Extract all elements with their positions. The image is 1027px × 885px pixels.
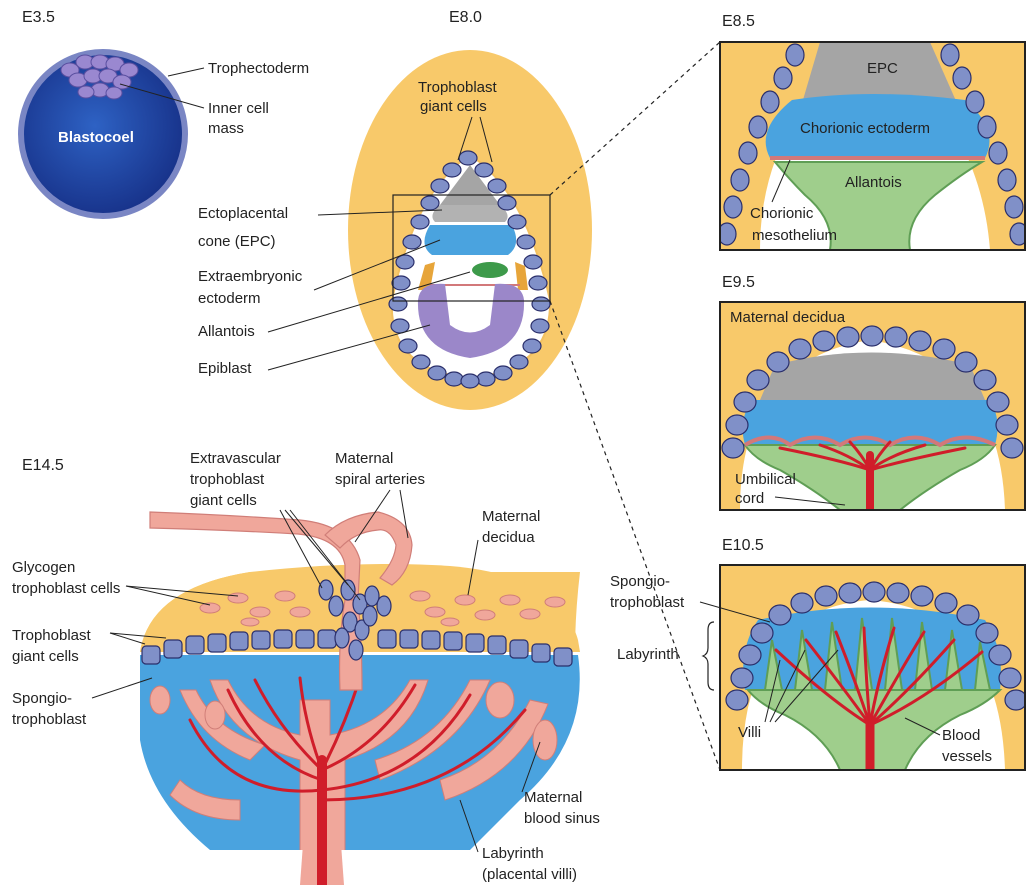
stage-label-e85: E8.5 [722, 13, 755, 30]
e145-decidua-label-1: Maternal [482, 508, 540, 525]
e145-evt-label-1: Extravascular [190, 450, 281, 467]
e80-epc-label-2: cone (EPC) [198, 233, 276, 250]
inner-cell-mass-label-1: Inner cell [208, 100, 269, 117]
e85-mesothelium-label-1: Chorionic [750, 205, 814, 222]
ectoplacental-cone-grey [432, 205, 507, 222]
e145-spiral-label-2: spiral arteries [335, 471, 425, 488]
e145-spiral-label-1: Maternal [335, 450, 393, 467]
blastocoel-label: Blastocoel [58, 129, 134, 146]
inner-cell-mass-label-2: mass [208, 120, 244, 137]
e80-exe-label-1: Extraembryonic [198, 268, 303, 285]
e95-decidua-label: Maternal decidua [730, 309, 846, 326]
e105-panel [720, 565, 1027, 770]
e105-villi-label: Villi [738, 724, 761, 741]
e145-labyrinth-label-1: Labyrinth [482, 845, 544, 862]
e145-glycogen-label-2: trophoblast cells [12, 580, 120, 597]
e145-glycogen-label-1: Glycogen [12, 559, 75, 576]
extraembryonic-ectoderm-blue [424, 225, 516, 255]
e80-tgc-label-1: Trophoblast [418, 79, 497, 96]
stage-label-e95: E9.5 [722, 274, 755, 291]
e80-exe-label-2: ectoderm [198, 290, 261, 307]
trophectoderm-label: Trophectoderm [208, 60, 309, 77]
e105-spongio-label-1: Spongio- [610, 573, 670, 590]
stage-label-e35: E3.5 [22, 9, 55, 26]
e85-mesothelium-label-2: mesothelium [752, 227, 837, 244]
e85-chorionic-ectoderm-label: Chorionic ectoderm [800, 120, 930, 137]
e145-tgc-label-1: Trophoblast [12, 627, 91, 644]
e80-epc-label-1: Ectoplacental [198, 205, 288, 222]
e145-placenta [140, 512, 580, 885]
e105-blood-label-2: vessels [942, 748, 992, 765]
allantois-green [472, 262, 508, 278]
e95-umbilical-label-2: cord [735, 490, 764, 507]
stage-label-e105: E10.5 [722, 537, 764, 554]
e95-umbilical-label-1: Umbilical [735, 471, 796, 488]
e80-tgc-label-2: giant cells [420, 98, 487, 115]
labyrinth-brace [703, 622, 714, 690]
e80-epiblast-label: Epiblast [198, 360, 252, 377]
e85-epc-label: EPC [867, 60, 898, 77]
e145-spongio-label-2: trophoblast [12, 711, 87, 728]
e145-evt-label-3: giant cells [190, 492, 257, 509]
e85-allantois-label: Allantois [845, 174, 902, 191]
e105-blood-label-1: Blood [942, 727, 980, 744]
e105-labyrinth-label: Labyrinth [617, 646, 679, 663]
e145-labyrinth-label-2: (placental villi) [482, 866, 577, 883]
stage-label-e80: E8.0 [449, 9, 482, 26]
e105-spongio-label-2: trophoblast [610, 594, 685, 611]
e145-sinus-label-1: Maternal [524, 789, 582, 806]
stage-label-e145: E14.5 [22, 457, 64, 474]
e145-sinus-label-2: blood sinus [524, 810, 600, 827]
e145-tgc-label-2: giant cells [12, 648, 79, 665]
e145-spongio-label-1: Spongio- [12, 690, 72, 707]
e145-evt-label-2: trophoblast [190, 471, 265, 488]
e35-blastocyst: Blastocoel [21, 52, 185, 216]
e145-decidua-label-2: decidua [482, 529, 535, 546]
e80-allantois-label: Allantois [198, 323, 255, 340]
